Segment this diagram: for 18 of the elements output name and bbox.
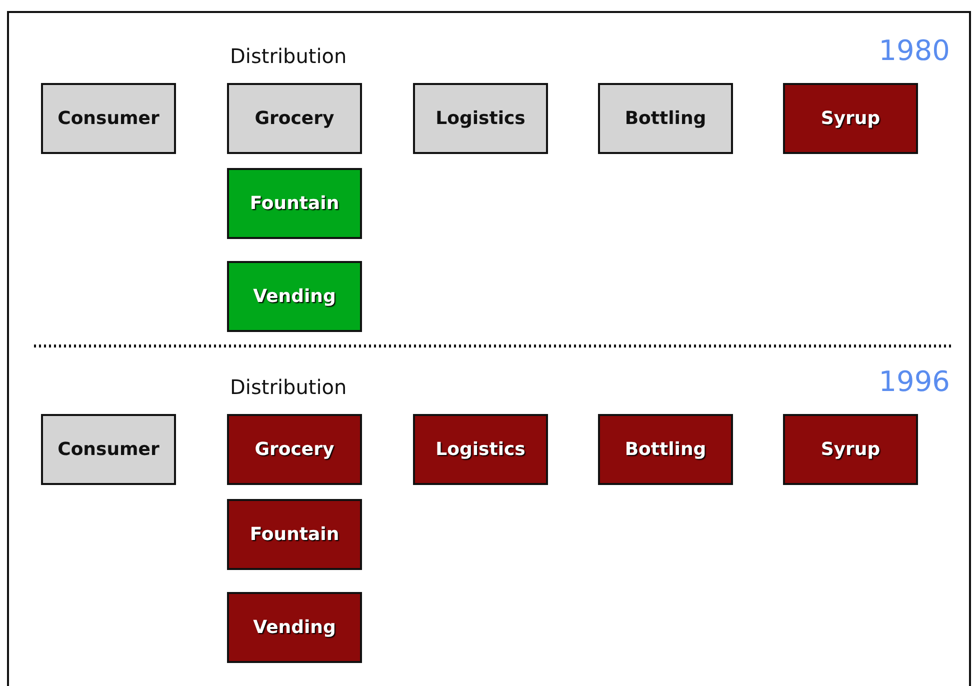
process-box: Consumer — [41, 414, 176, 485]
section-heading: Distribution — [230, 44, 347, 68]
process-box: Bottling — [598, 83, 733, 154]
process-box: Bottling — [598, 414, 733, 485]
process-box: Fountain — [227, 499, 362, 570]
process-box: Grocery — [227, 414, 362, 485]
year-label: 1996 — [878, 365, 950, 398]
process-box: Fountain — [227, 168, 362, 239]
year-label: 1980 — [878, 34, 950, 67]
process-box: Consumer — [41, 83, 176, 154]
process-box: Syrup — [783, 83, 918, 154]
process-box: Syrup — [783, 414, 918, 485]
process-box: Logistics — [413, 414, 548, 485]
section-heading: Distribution — [230, 375, 347, 399]
process-box: Vending — [227, 592, 362, 663]
process-box: Logistics — [413, 83, 548, 154]
process-box: Vending — [227, 261, 362, 332]
process-box: Grocery — [227, 83, 362, 154]
